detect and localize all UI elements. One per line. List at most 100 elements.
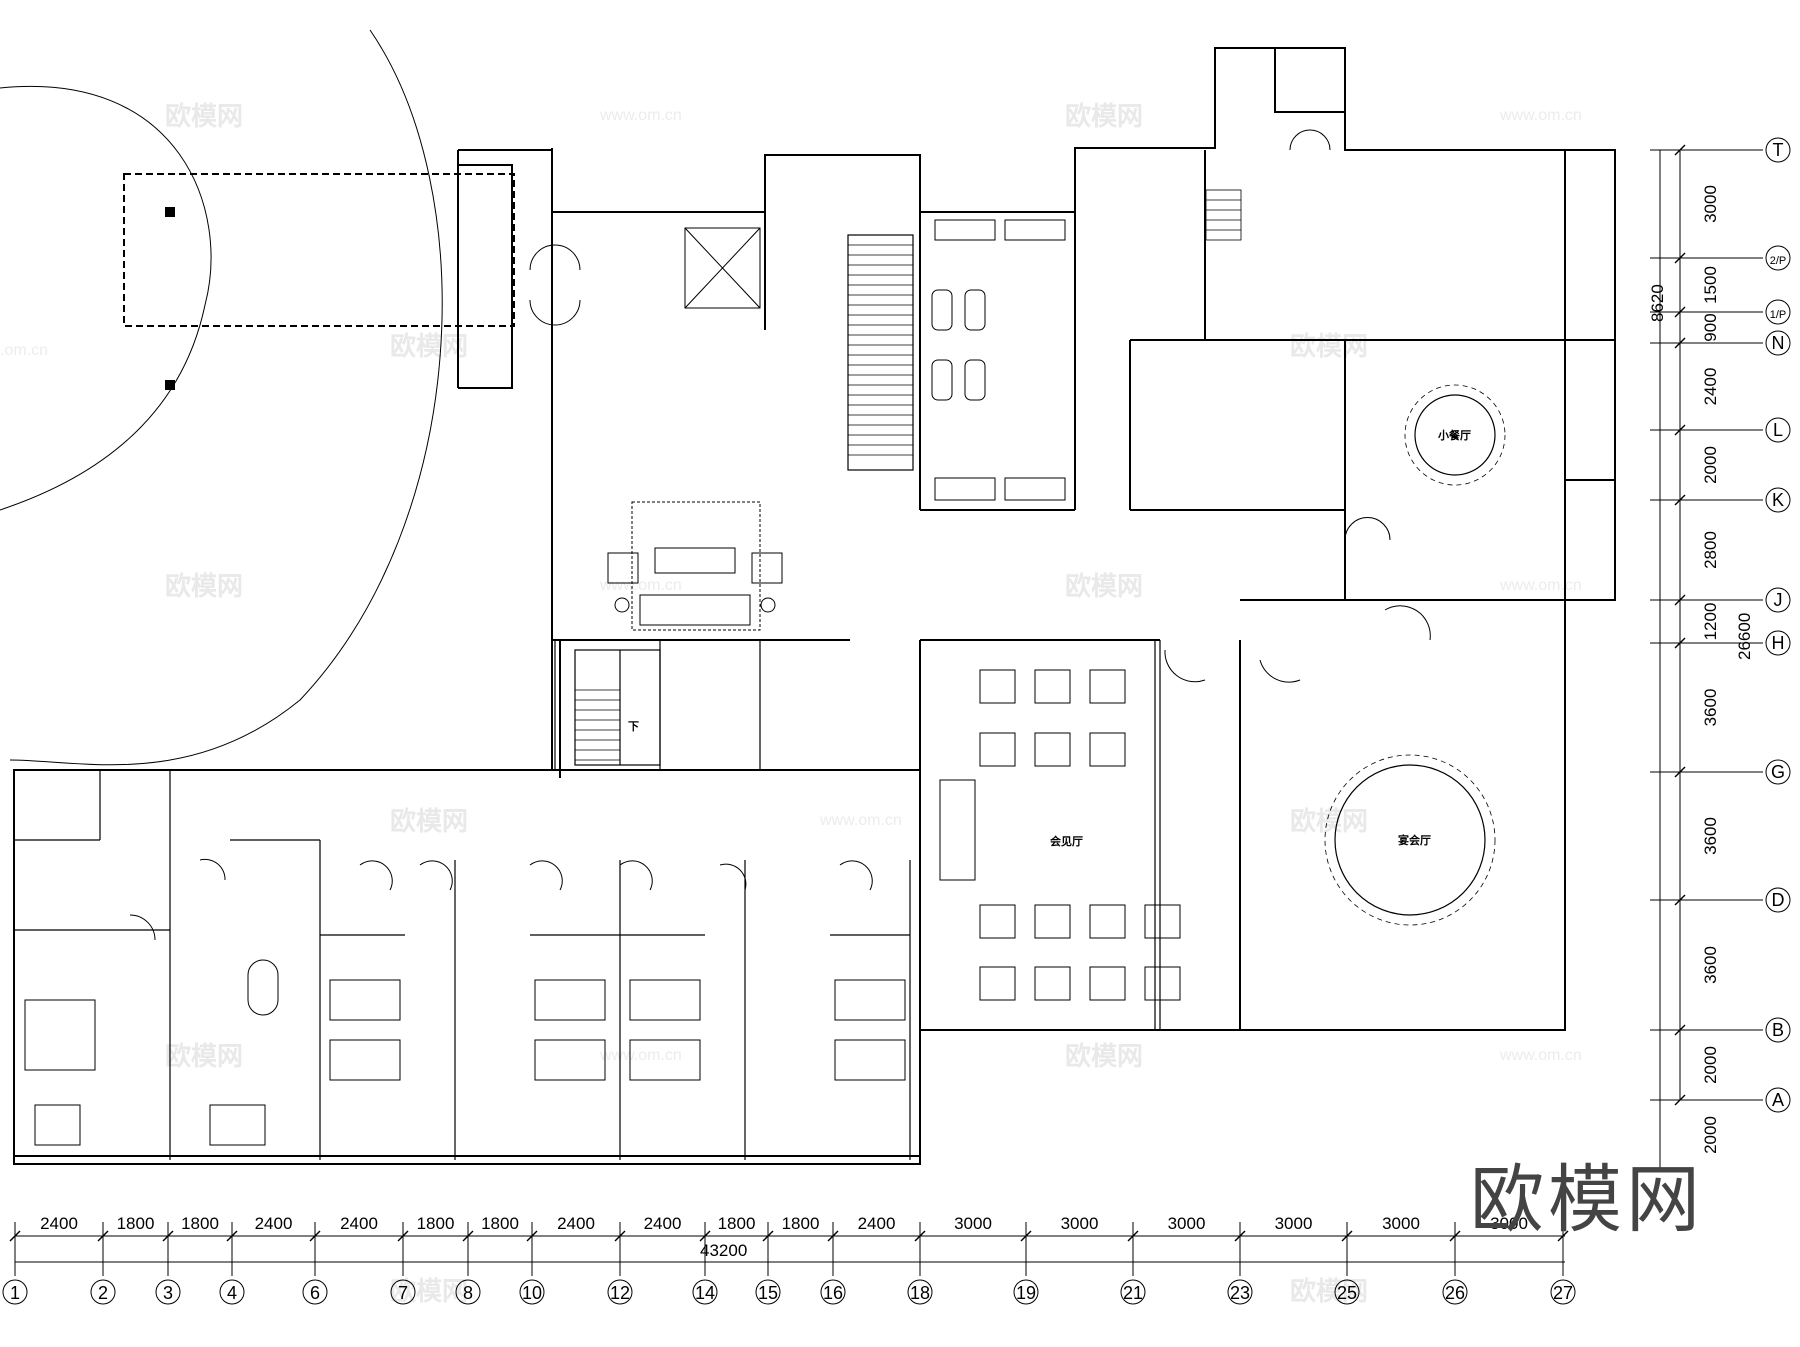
dim-span-label: 3000 [1275,1214,1313,1233]
axis-bubble [1765,330,1791,356]
dim-span-label: 1800 [481,1214,519,1233]
axis-label: 26 [1445,1283,1465,1303]
dim-tick [1674,337,1686,349]
dim-tick [1020,1230,1032,1242]
watermark-brand: 欧模网 [1065,1041,1143,1071]
dim-tick [1674,144,1686,156]
axis-bubble [1765,245,1791,271]
guest-room-beds [24,959,906,1146]
watermark-brand: 欧模网 [165,1041,243,1071]
watermark-site: www.om.cn [819,812,902,829]
dim-span-label: 1800 [417,1214,455,1233]
dim-span-label: 2400 [644,1214,682,1233]
axis-label: J [1774,590,1783,610]
axis-label: 16 [823,1283,843,1303]
dim-span-label: 1800 [782,1214,820,1233]
axis-bubble [820,1279,846,1305]
axis-bubble [692,1279,718,1305]
axis-label: 19 [1016,1283,1036,1303]
dim-tick [526,1230,538,1242]
stair-direction-label: 下 [628,720,639,733]
dim-tick [1674,306,1686,318]
watermark-site: www.om.cn [599,107,682,124]
dim-span-label: 3600 [1701,689,1720,727]
axis-bubble [155,1279,181,1305]
axis-label: T [1773,140,1784,160]
watermark-brand: 欧模网 [1065,101,1143,131]
dim-tick [1674,494,1686,506]
doors [129,129,1431,941]
axis-label: 2/P [1770,255,1787,267]
axis-bubble [1334,1279,1360,1305]
interior-partitions [14,640,1161,1160]
small-dining-table [1404,384,1506,486]
axis-bubble [1765,887,1791,913]
watermark-layer: 欧模网 欧模网 www.om.cn www.om.cn 欧模网 欧模网 .om.… [0,101,1582,1306]
axis-bubble [1765,759,1791,785]
axis-bubble [755,1279,781,1305]
partial-height-label: 8620 [1648,284,1667,322]
dim-tick [397,1230,409,1242]
dim-tick [1674,1024,1686,1036]
axis-label: A [1772,1090,1784,1110]
watermark-site: www.om.cn [599,577,682,594]
axis-label: 10 [522,1283,542,1303]
elevator [684,227,761,309]
dim-tick [1557,1230,1569,1242]
site-arc [0,29,443,766]
watermark-brand: 欧模网 [1290,806,1368,836]
dim-span-label: 2800 [1701,531,1720,569]
dim-tick [9,1230,21,1242]
dimension-lines [15,150,1681,1263]
watermark-brand: 欧模网 [165,101,243,131]
dim-span-label: 1800 [718,1214,756,1233]
dim-tick [1234,1230,1246,1242]
axis-label: 23 [1230,1283,1250,1303]
axis-bubble [390,1279,416,1305]
dim-span-label: 2000 [1701,446,1720,484]
dim-tick [1674,1094,1686,1106]
dim-span-label: 2400 [255,1214,293,1233]
axis-bubble [1120,1279,1146,1305]
dim-tick [162,1230,174,1242]
axis-label: 3 [163,1283,173,1303]
dim-tick [614,1230,626,1242]
dim-span-label: 3000 [1701,185,1720,223]
dim-tick [1674,637,1686,649]
dim-span-label: 3000 [1490,1214,1528,1233]
dim-tick [699,1230,711,1242]
axis-bubble [519,1279,545,1305]
dim-span-label: 2000 [1701,1046,1720,1084]
axis-label: N [1772,333,1785,353]
dim-tick [1674,894,1686,906]
axis-label: G [1771,762,1785,782]
dim-tick [1449,1230,1461,1242]
right-dimensions: T2/P1/PNLKJHGDBA300015009002400200028001… [1650,137,1791,1154]
axis-label: 6 [310,1283,320,1303]
axis-label: L [1773,420,1783,440]
restroom-fixtures [931,219,1066,501]
axis-label: 27 [1553,1283,1573,1303]
axis-bubble [219,1279,245,1305]
axis-bubble [1550,1279,1576,1305]
watermark-site: www.om.cn [1499,107,1582,124]
dim-tick [1674,252,1686,264]
watermark-brand: 欧模网 [390,806,468,836]
axis-label: 15 [758,1283,778,1303]
axis-bubble [1765,587,1791,613]
watermark-site: .om.cn [0,342,48,359]
axis-bubble [1442,1279,1468,1305]
watermark-site: www.om.cn [599,1047,682,1064]
dim-span-label: 3600 [1701,946,1720,984]
axis-bubble [455,1279,481,1305]
axis-bubble [302,1279,328,1305]
dim-span-label: 2400 [858,1214,896,1233]
axis-label: 21 [1123,1283,1143,1303]
total-width-label: 43200 [700,1241,747,1260]
dim-tick [914,1230,926,1242]
banquet-table [1324,754,1496,926]
axis-bubble [2,1279,28,1305]
dim-tick [1674,594,1686,606]
axis-bubble [90,1279,116,1305]
axis-bubble [907,1279,933,1305]
